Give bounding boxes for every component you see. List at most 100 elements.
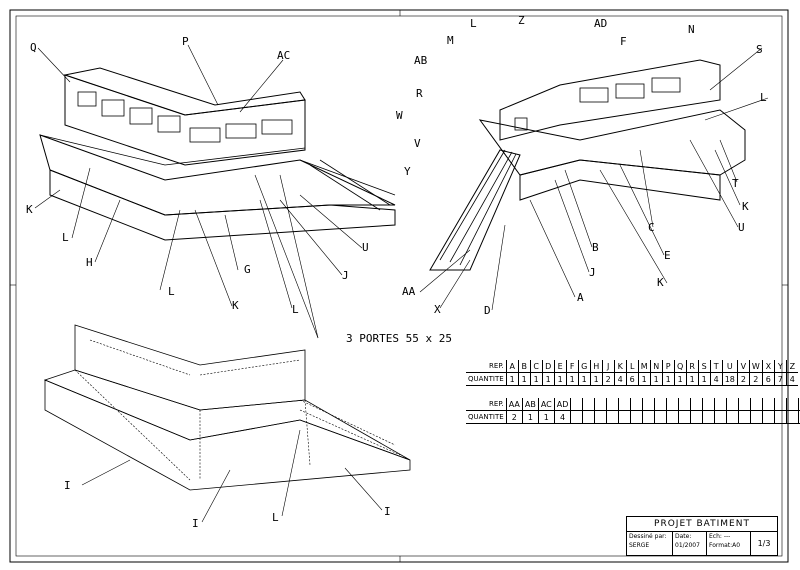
table-cell: R xyxy=(685,360,699,373)
iso-view-1 xyxy=(39,67,396,241)
table-cell: 1 xyxy=(565,372,579,386)
table-cell: Z xyxy=(785,360,798,373)
callout-label: K xyxy=(742,200,749,213)
callout-label: S xyxy=(756,43,763,56)
callout-label: P xyxy=(182,35,189,48)
empty-cell xyxy=(666,410,679,424)
empty-cell xyxy=(690,410,703,424)
empty-cell xyxy=(798,410,800,424)
callout-label: T xyxy=(732,177,739,190)
callout-label: K xyxy=(26,203,33,216)
empty-cell xyxy=(606,398,619,411)
empty-cell xyxy=(582,410,595,424)
table-cell: C xyxy=(529,360,543,373)
table-cell: 2 xyxy=(505,410,523,424)
table-cell: A xyxy=(505,360,519,373)
table-cell: S xyxy=(697,360,711,373)
empty-cell xyxy=(642,398,655,411)
empty-cell xyxy=(714,398,727,411)
empty-cell xyxy=(678,398,691,411)
callout-label: K xyxy=(657,276,664,289)
iso-view-2 xyxy=(429,59,746,271)
table-cell: 1 xyxy=(589,372,603,386)
empty-cell xyxy=(630,398,643,411)
callout-label: I xyxy=(384,505,391,518)
scale: --- xyxy=(723,533,731,540)
callout-label: AC xyxy=(277,49,291,62)
empty-cell xyxy=(738,398,751,411)
empty-cell xyxy=(606,410,619,424)
callout-label: D xyxy=(484,304,491,317)
callout-label: F xyxy=(620,35,627,48)
table-cell: 1 xyxy=(553,372,567,386)
table-cell: K xyxy=(613,360,627,373)
callout-label: M xyxy=(447,34,454,47)
callout-label: R xyxy=(416,87,423,100)
table-cell: 1 xyxy=(637,372,651,386)
callout-label: L xyxy=(272,511,279,524)
table-cell: X xyxy=(761,360,775,373)
callout-label: U xyxy=(362,241,369,254)
callout-label: L xyxy=(760,91,767,104)
title-block: PROJET BATIMENT Dessiné par: SERGE Date:… xyxy=(626,516,778,556)
empty-cell xyxy=(582,398,595,411)
date: 01/2007 xyxy=(675,542,700,549)
table-cell: 4 xyxy=(785,372,798,386)
table-cell: 1 xyxy=(685,372,699,386)
table-cell: AB xyxy=(521,398,539,411)
callout-label: L xyxy=(470,17,477,30)
table-cell: N xyxy=(649,360,663,373)
table-cell: B xyxy=(517,360,531,373)
table-cell: 6 xyxy=(625,372,639,386)
table-cell: 1 xyxy=(505,372,519,386)
callout-label: AB xyxy=(414,54,428,67)
table-cell: D xyxy=(541,360,555,373)
date-label: Date: xyxy=(675,533,692,540)
callout-label: L xyxy=(292,303,299,316)
empty-cell xyxy=(786,398,799,411)
qty-header: QUANTITE xyxy=(466,372,507,386)
table-cell: P xyxy=(661,360,675,373)
empty-cell xyxy=(642,410,655,424)
callout-label: Q xyxy=(30,41,37,54)
empty-cell xyxy=(594,410,607,424)
empty-cell xyxy=(738,410,751,424)
callout-label: A xyxy=(577,291,584,304)
table-cell: 2 xyxy=(601,372,615,386)
empty-cell xyxy=(726,398,739,411)
table-cell: AD xyxy=(553,398,571,411)
callout-label: B xyxy=(592,241,599,254)
empty-cell xyxy=(702,410,715,424)
table-cell: F xyxy=(565,360,579,373)
table-cell: 1 xyxy=(697,372,711,386)
empty-cell xyxy=(714,410,727,424)
table-cell: 1 xyxy=(649,372,663,386)
table-cell: 1 xyxy=(673,372,687,386)
doors-note: 3 PORTES 55 x 25 xyxy=(346,332,452,345)
qty-header: QUANTITE xyxy=(466,410,507,424)
table-cell: 2 xyxy=(748,372,763,386)
callout-label: X xyxy=(434,303,441,316)
table-cell: AA xyxy=(505,398,523,411)
empty-cell xyxy=(618,398,631,411)
callout-label: W xyxy=(396,109,403,122)
table-cell: 1 xyxy=(661,372,675,386)
empty-cell xyxy=(666,398,679,411)
callout-label: K xyxy=(232,299,239,312)
callout-label: I xyxy=(64,479,71,492)
empty-cell xyxy=(594,398,607,411)
table-cell: L xyxy=(625,360,639,373)
table-cell: 1 xyxy=(521,410,539,424)
rep-header: REP. xyxy=(466,360,507,373)
table-cell: Q xyxy=(673,360,687,373)
scale-label: Ech: xyxy=(709,533,722,540)
empty-cell xyxy=(678,410,691,424)
callout-label: N xyxy=(688,23,695,36)
callout-label: G xyxy=(244,263,251,276)
table-cell: 1 xyxy=(537,410,555,424)
drawn-by-label: Dessiné par: xyxy=(629,533,667,540)
table-cell: 4 xyxy=(553,410,571,424)
table-cell: 4 xyxy=(613,372,627,386)
empty-cell xyxy=(570,398,583,411)
